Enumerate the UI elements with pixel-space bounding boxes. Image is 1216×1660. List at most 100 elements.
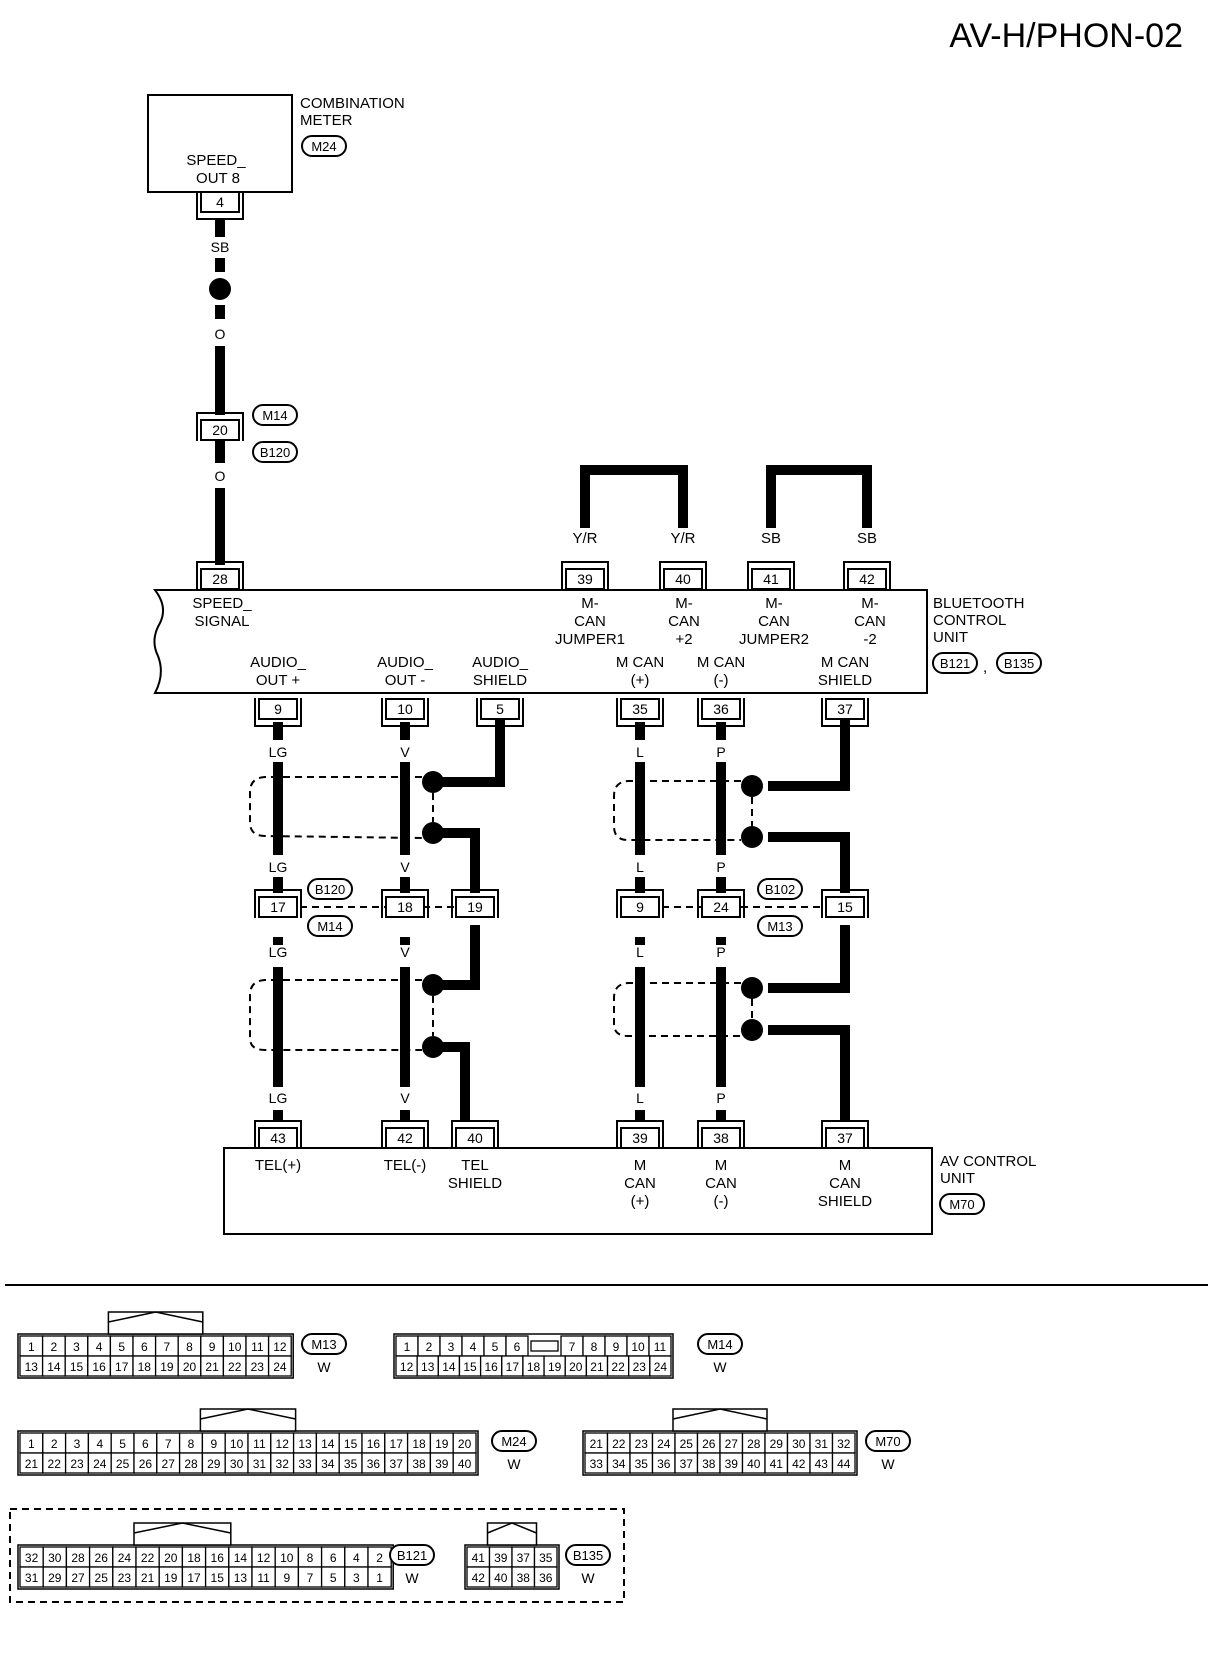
- connector-id: B121: [397, 1548, 427, 1563]
- wires: [215, 220, 872, 1120]
- pin-number: 16: [485, 1360, 499, 1374]
- bt-pin-35: 35: [616, 698, 664, 727]
- joint-pin-19: 19: [451, 889, 499, 918]
- page-title: AV-H/PHON-02: [949, 17, 1183, 55]
- pin-number: 6: [142, 1437, 149, 1451]
- pin-number: 2: [376, 1551, 383, 1565]
- svg-text:M13: M13: [767, 919, 792, 934]
- bt-pin-42: 42: [843, 561, 891, 590]
- meter-signal-label-1: SPEED_: [186, 152, 246, 169]
- pin-number: 23: [118, 1571, 132, 1585]
- bt-pin-label: +2: [675, 631, 692, 648]
- pin-number: 4: [353, 1551, 360, 1565]
- pin-number: 5: [496, 701, 504, 717]
- bt-connector-separator: ,: [983, 659, 987, 676]
- pin-number: 31: [815, 1437, 829, 1451]
- pin-number: 43: [270, 1130, 286, 1146]
- svg-text:B102: B102: [765, 882, 795, 897]
- pin-number: 24: [654, 1360, 668, 1374]
- pin-number: 20: [569, 1360, 583, 1374]
- pin-number: 42: [397, 1130, 413, 1146]
- connector-id: B135: [573, 1548, 603, 1563]
- pin-number: 26: [95, 1551, 109, 1565]
- joint-pin-20: 20: [196, 412, 244, 441]
- pin-number: 19: [435, 1437, 449, 1451]
- pin-number: 11: [253, 1437, 266, 1451]
- pin-number: 23: [70, 1457, 84, 1471]
- pin-number: 18: [527, 1360, 541, 1374]
- pin-number: 39: [632, 1130, 648, 1146]
- bt-name-3: UNIT: [933, 629, 968, 646]
- pin-number: 2: [51, 1437, 58, 1451]
- pin-number: 36: [657, 1457, 671, 1471]
- svg-text:M24: M24: [311, 139, 336, 154]
- wire-color-label: V: [400, 1090, 410, 1106]
- pin-number: 19: [160, 1360, 174, 1374]
- av-pin-label: CAN: [705, 1175, 737, 1192]
- bt-pin-label: CAN: [758, 613, 790, 630]
- pin-number: 5: [118, 1340, 125, 1354]
- pin-number: 17: [270, 899, 286, 915]
- bt-pin-label: SHIELD: [473, 672, 527, 689]
- pin-number: 21: [25, 1457, 39, 1471]
- pin-number: 41: [472, 1551, 486, 1565]
- wire-color-label: P: [716, 859, 725, 875]
- bt-pin-label: JUMPER2: [739, 631, 809, 648]
- pin-number: 31: [25, 1571, 39, 1585]
- bt-pin-39: 39: [561, 561, 609, 590]
- shield-dot: [422, 974, 444, 996]
- av-pin-label: (-): [714, 1193, 729, 1210]
- pin-number: 20: [458, 1437, 472, 1451]
- pin-number: 8: [188, 1437, 195, 1451]
- joint-tag-m14: M14: [252, 404, 298, 426]
- bt-pin-label: (-): [714, 672, 729, 689]
- pin-number: 10: [230, 1437, 244, 1451]
- pin-number: 39: [494, 1551, 508, 1565]
- pin-number: 34: [612, 1457, 626, 1471]
- pin-number: 1: [28, 1340, 35, 1354]
- av-pin-label: (+): [631, 1193, 650, 1210]
- pin-number: 42: [859, 571, 875, 587]
- pin-number: 8: [186, 1340, 193, 1354]
- meter-pin: 4: [196, 191, 244, 220]
- meter-name-2: METER: [300, 112, 353, 129]
- pin-number: 1: [404, 1340, 411, 1354]
- pin-number: 38: [713, 1130, 729, 1146]
- pin-number: 17: [390, 1437, 404, 1451]
- connector-color: W: [507, 1456, 521, 1472]
- pin-number: 26: [702, 1437, 716, 1451]
- pin-number: 4: [216, 194, 224, 210]
- pin-number: 2: [426, 1340, 433, 1354]
- pin-number: 34: [321, 1457, 335, 1471]
- bt-pin-28: 28: [196, 561, 244, 590]
- pin-number: 11: [654, 1340, 667, 1354]
- av-name-1: AV CONTROL: [940, 1153, 1036, 1170]
- svg-text:B120: B120: [315, 882, 345, 897]
- pin-number: 9: [636, 899, 644, 915]
- av-pin-label: TEL: [461, 1157, 489, 1174]
- pin-number: 41: [763, 571, 779, 587]
- pin-number: 25: [680, 1437, 694, 1451]
- pin-number: 37: [680, 1457, 694, 1471]
- shield-enclosures: [249, 776, 741, 1051]
- pin-number: 29: [207, 1457, 221, 1471]
- av-connector-tag: M70: [939, 1193, 985, 1215]
- pin-number: 35: [635, 1457, 649, 1471]
- joint-tag-m13: M13: [757, 915, 803, 937]
- bt-pin-label: SHIELD: [818, 672, 872, 689]
- pin-number: 43: [815, 1457, 829, 1471]
- bt-connector-tag-b121: B121: [932, 652, 978, 674]
- pin-number: 29: [48, 1571, 62, 1585]
- bt-pin-label: CAN: [854, 613, 886, 630]
- bt-pin-label: M-: [765, 595, 783, 612]
- wire-color-label: LG: [269, 859, 288, 875]
- pin-number: 39: [577, 571, 593, 587]
- bt-pin-label: -2: [863, 631, 876, 648]
- meter-connector-tag: M24: [301, 135, 347, 157]
- wire-color-label: P: [716, 944, 725, 960]
- shield-dot: [741, 1019, 763, 1041]
- wire-color-label: V: [400, 944, 410, 960]
- connector-id: M70: [875, 1434, 900, 1449]
